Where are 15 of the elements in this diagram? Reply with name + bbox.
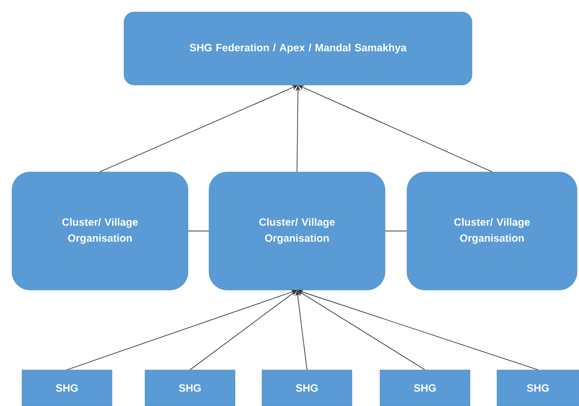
rounded-box: SHG Federation / Apex / Mandal Samakhya bbox=[124, 12, 472, 86]
arrow bbox=[297, 290, 426, 370]
rounded-box: Cluster/ Village Organisation bbox=[406, 172, 578, 290]
arrow bbox=[298, 85, 492, 172]
rounded-box: Cluster/ Village Organisation bbox=[12, 172, 188, 290]
process-box: SHG bbox=[380, 370, 470, 406]
connector-line bbox=[188, 230, 210, 232]
arrow bbox=[100, 85, 298, 172]
process-box: SHG bbox=[262, 370, 352, 406]
arrow bbox=[190, 290, 297, 370]
connector-line bbox=[384, 230, 408, 232]
process-box: SHG bbox=[496, 370, 579, 406]
process-box: SHG bbox=[22, 370, 112, 406]
rounded-box: Cluster/ Village Organisation bbox=[208, 172, 386, 290]
process-box: SHG bbox=[144, 370, 236, 406]
